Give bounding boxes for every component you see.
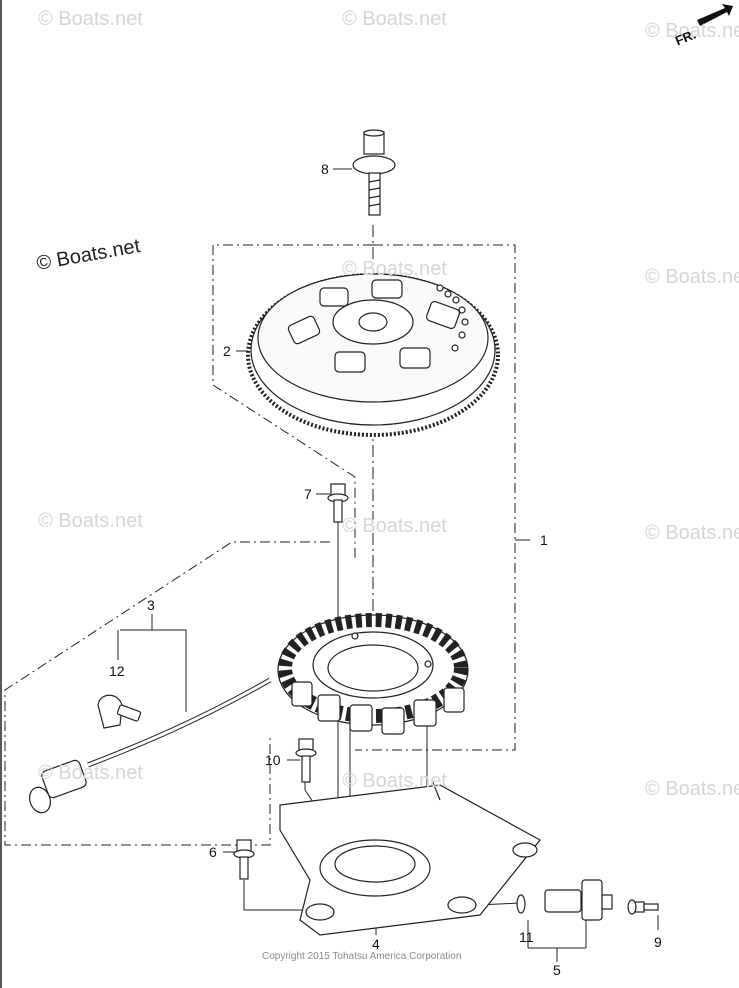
watermark: © Boats.net (645, 20, 739, 42)
callout-1: 1 (540, 532, 548, 548)
stator-coil-3 (277, 613, 469, 735)
callout-9: 9 (654, 934, 662, 950)
sensor-assembly-5 (516, 879, 659, 921)
callout-6: 6 (209, 844, 217, 860)
flywheel-2 (246, 273, 500, 437)
watermark: © Boats.net (645, 778, 739, 800)
front-arrow-icon (697, 4, 733, 26)
callout-11: 11 (519, 929, 534, 945)
clip-12 (97, 694, 142, 729)
watermark: © Boats.net (342, 8, 447, 30)
watermark: © Boats.net (342, 770, 447, 792)
bolt-7 (327, 483, 349, 523)
callout-8: 8 (321, 161, 329, 177)
callout-4: 4 (372, 936, 380, 952)
flywheel-bolt-8 (352, 129, 396, 216)
watermark: © Boats.net (645, 522, 739, 544)
watermark: © Boats.net (38, 8, 143, 30)
copyright-text: Copyright 2015 Tohatsu America Corporati… (262, 951, 462, 962)
watermark: © Boats.net (342, 258, 447, 280)
watermark: © Boats.net (38, 762, 143, 784)
callout-10: 10 (265, 752, 281, 768)
watermark: © Boats.net (38, 510, 143, 532)
watermark: © Boats.net (342, 515, 447, 537)
callout-5: 5 (553, 962, 561, 978)
bolt-10 (295, 738, 317, 783)
wire-harness (29, 677, 272, 814)
callout-12: 12 (109, 663, 125, 679)
stator-base-4 (279, 779, 541, 936)
callout-2: 2 (223, 343, 231, 359)
watermark: © Boats.net (645, 266, 739, 288)
callout-3: 3 (147, 597, 155, 613)
bolt-6 (233, 839, 255, 880)
callout-7: 7 (304, 486, 312, 502)
